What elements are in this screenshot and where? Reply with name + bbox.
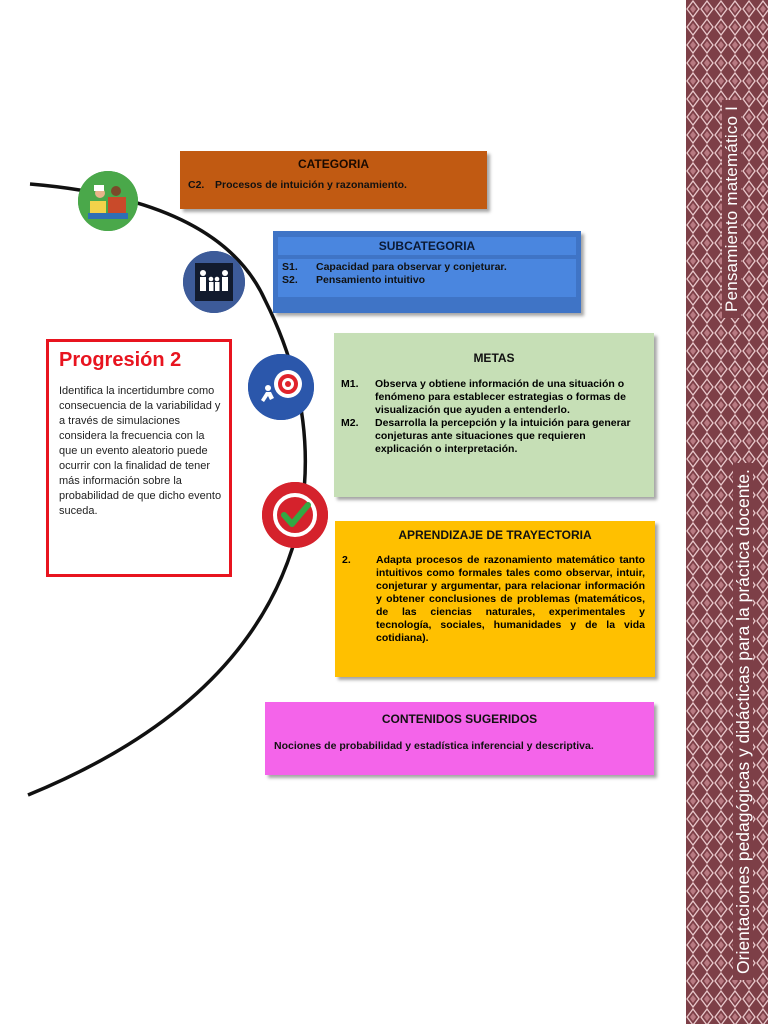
subcategoria-box: SUBCATEGORIA S1. Capacidad para observar… — [273, 231, 581, 313]
aprendizaje-item: 2. Adapta procesos de razonamiento matem… — [342, 554, 645, 645]
subcategoria-item: S1. Capacidad para observar y conjeturar… — [282, 261, 576, 274]
categoria-title: CATEGORIA — [297, 157, 370, 171]
contenidos-box: CONTENIDOS SUGERIDOS Nociones de probabi… — [265, 702, 654, 775]
metas-code: M1. — [341, 378, 359, 390]
family-icon — [183, 251, 245, 313]
progresion-box: Progresión 2 Identifica la incertidumbre… — [46, 339, 232, 577]
classroom-illustration-icon — [78, 171, 138, 231]
metas-item: M2. Desarrolla la percepción y la intuic… — [341, 417, 642, 456]
metas-code: M2. — [341, 417, 359, 429]
timeline-arc — [27, 182, 308, 797]
metas-text: Desarrolla la percepción y la intuición … — [375, 417, 631, 455]
side-title-bottom: Orientaciones pedagógicas y didácticas p… — [733, 463, 754, 980]
subcategoria-text: Pensamiento intuitivo — [316, 274, 426, 286]
aprendizaje-text: Adapta procesos de razonamiento matemáti… — [376, 554, 645, 644]
contenidos-text: Nociones de probabilidad y estadística i… — [274, 740, 594, 752]
contenidos-title: CONTENIDOS SUGERIDOS — [381, 712, 538, 726]
aprendizaje-box: APRENDIZAJE DE TRAYECTORIA 2. Adapta pro… — [335, 521, 655, 677]
aprendizaje-code: 2. — [342, 554, 351, 566]
metas-title: METAS — [473, 351, 515, 365]
checkmark-icon — [262, 482, 328, 548]
categoria-text: Procesos de intuición y razonamiento. — [215, 179, 407, 191]
subcategoria-code: S1. — [282, 261, 298, 273]
subcategoria-code: S2. — [282, 274, 298, 286]
progresion-text: Identifica la incertidumbre como consecu… — [59, 385, 222, 517]
subcategoria-item: S2. Pensamiento intuitivo — [282, 274, 576, 287]
side-title-top: Pensamiento matemático I — [722, 99, 742, 318]
subcategoria-title: SUBCATEGORIA — [378, 239, 476, 253]
progresion-title: Progresión 2 — [59, 349, 182, 371]
metas-item: M1. Observa y obtiene información de una… — [341, 378, 642, 417]
metas-text: Observa y obtiene información de una sit… — [375, 378, 626, 416]
target-runner-icon — [248, 354, 314, 420]
aprendizaje-title: APRENDIZAJE DE TRAYECTORIA — [398, 528, 592, 542]
subcategoria-text: Capacidad para observar y conjeturar. — [316, 261, 507, 273]
metas-box: METAS M1. Observa y obtiene información … — [334, 333, 654, 497]
categoria-box: CATEGORIA C2. Procesos de intuición y ra… — [180, 151, 487, 209]
categoria-code: C2. — [188, 179, 205, 191]
